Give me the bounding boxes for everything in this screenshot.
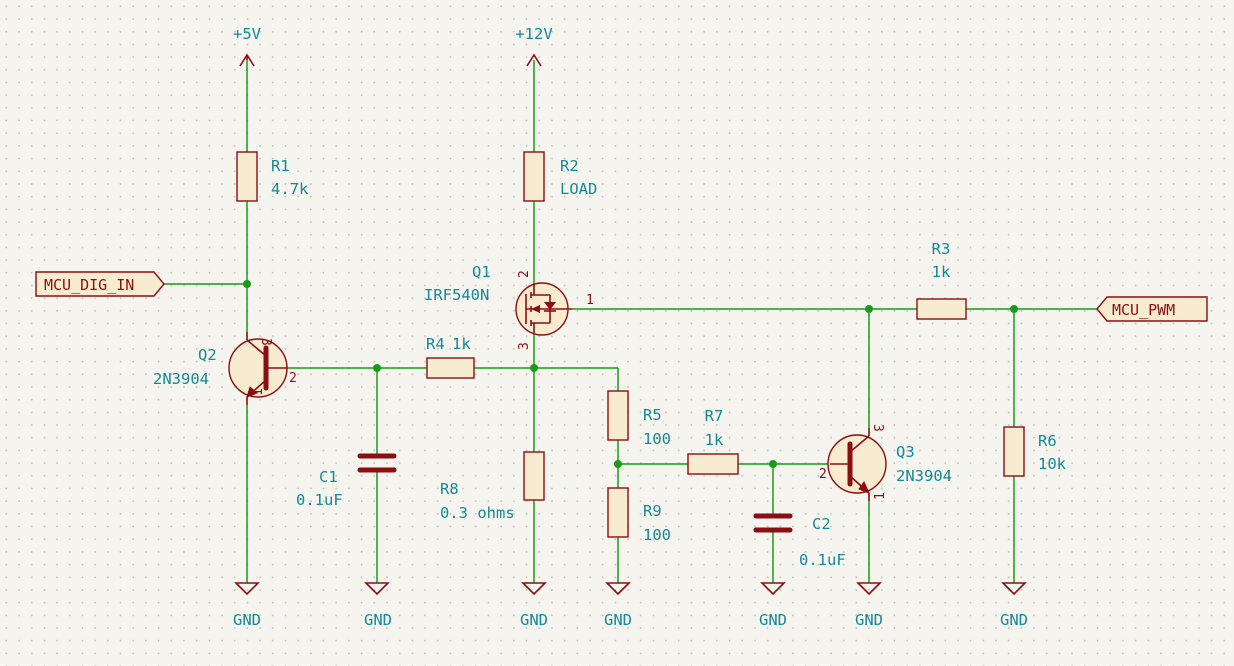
gnd-label: GND: [604, 611, 632, 629]
resistor-r4[interactable]: R4 1k: [426, 335, 475, 379]
q1-pin1: 1: [586, 293, 594, 308]
mosfet-q1[interactable]: 2 1 3 Q1 IRF540N: [424, 263, 594, 350]
c2-value: 0.1uF: [799, 551, 846, 569]
junction-r5-r9: [614, 460, 622, 468]
mcu-pwm-text: MCU_PWM: [1112, 301, 1175, 319]
transistor-q2[interactable]: 3 2 1 Q2 2N3904: [153, 332, 297, 405]
junction-c1: [373, 364, 381, 372]
power-5v[interactable]: +5V: [233, 25, 261, 67]
q2-value: 2N3904: [153, 370, 209, 388]
transistor-q3[interactable]: 3 2 1 Q3 2N3904: [819, 424, 952, 501]
gnd-label: GND: [855, 611, 883, 629]
junction-r6: [1010, 305, 1018, 313]
net-label-mcu-pwm[interactable]: MCU_PWM: [1096, 296, 1208, 322]
r4-ref: R4: [426, 335, 445, 353]
c2-ref: C2: [812, 515, 831, 533]
r3-value: 1k: [932, 263, 951, 281]
q1-pin2: 2: [517, 270, 532, 278]
r2-ref: R2: [560, 157, 579, 175]
junction-c2: [769, 460, 777, 468]
r6-ref: R6: [1038, 432, 1057, 450]
power-5v-label: +5V: [233, 25, 261, 43]
q3-pin3: 3: [870, 424, 885, 432]
resistor-r1[interactable]: R1 4.7k: [236, 151, 309, 202]
gnd-r9[interactable]: GND: [604, 582, 632, 629]
junction-source: [530, 364, 538, 372]
q2-pin2: 2: [289, 371, 297, 386]
mcu-dig-in-text: MCU_DIG_IN: [44, 276, 134, 294]
r5-ref: R5: [643, 406, 662, 424]
q3-pin1: 1: [873, 492, 888, 500]
c1-value: 0.1uF: [296, 491, 343, 509]
gnd-c1[interactable]: GND: [364, 582, 392, 629]
r7-value: 1k: [705, 431, 724, 449]
capacitor-c1[interactable]: C1 0.1uF: [296, 453, 397, 509]
resistor-r3[interactable]: R3 1k: [916, 240, 967, 320]
resistor-r5[interactable]: R5 100: [607, 390, 671, 448]
q3-value: 2N3904: [896, 467, 952, 485]
junction-gate: [865, 305, 873, 313]
capacitor-c2[interactable]: C2 0.1uF: [753, 513, 846, 569]
gnd-q3[interactable]: GND: [855, 582, 883, 629]
power-12v-label: +12V: [515, 25, 552, 43]
q2-ref: Q2: [198, 346, 217, 364]
q3-ref: Q3: [896, 443, 915, 461]
q2-pin3: 3: [258, 338, 273, 346]
gnd-label: GND: [759, 611, 787, 629]
power-12v[interactable]: +12V: [515, 25, 553, 67]
q1-ref: Q1: [472, 263, 491, 281]
resistor-r9[interactable]: R9 100: [607, 487, 671, 544]
q1-pin3: 3: [517, 342, 532, 350]
gnd-r6[interactable]: GND: [1000, 582, 1028, 629]
r9-value: 100: [643, 526, 671, 544]
r6-value: 10k: [1038, 455, 1067, 473]
r1-value: 4.7k: [271, 180, 309, 198]
resistor-r6[interactable]: R6 10k: [1003, 426, 1067, 477]
net-label-mcu-dig-in[interactable]: MCU_DIG_IN: [35, 271, 165, 297]
q1-value: IRF540N: [424, 286, 489, 304]
r3-ref: R3: [932, 240, 951, 258]
wires: [164, 60, 1097, 583]
gnd-label: GND: [1000, 611, 1028, 629]
r5-value: 100: [643, 430, 671, 448]
resistor-r7[interactable]: R7 1k: [687, 407, 739, 475]
resistor-r2[interactable]: R2 LOAD: [523, 151, 597, 202]
q2-pin1: 1: [251, 388, 266, 396]
junction-dig-in: [243, 280, 251, 288]
r8-value: 0.3 ohms: [440, 504, 515, 522]
resistor-r8[interactable]: R8 0.3 ohms: [440, 451, 545, 522]
junctions: [243, 280, 1018, 468]
gnd-c2[interactable]: GND: [759, 582, 787, 629]
gnd-r8[interactable]: GND: [520, 582, 548, 629]
r4-value: 1k: [452, 335, 471, 353]
q3-pin2: 2: [819, 467, 827, 482]
r1-ref: R1: [271, 157, 290, 175]
gnd-q2[interactable]: GND: [233, 582, 261, 629]
gnd-label: GND: [520, 611, 548, 629]
r8-ref: R8: [440, 480, 459, 498]
r7-ref: R7: [705, 407, 724, 425]
r2-value: LOAD: [560, 180, 597, 198]
gnd-label: GND: [364, 611, 392, 629]
c1-ref: C1: [319, 468, 338, 486]
gnd-label: GND: [233, 611, 261, 629]
r9-ref: R9: [643, 502, 662, 520]
